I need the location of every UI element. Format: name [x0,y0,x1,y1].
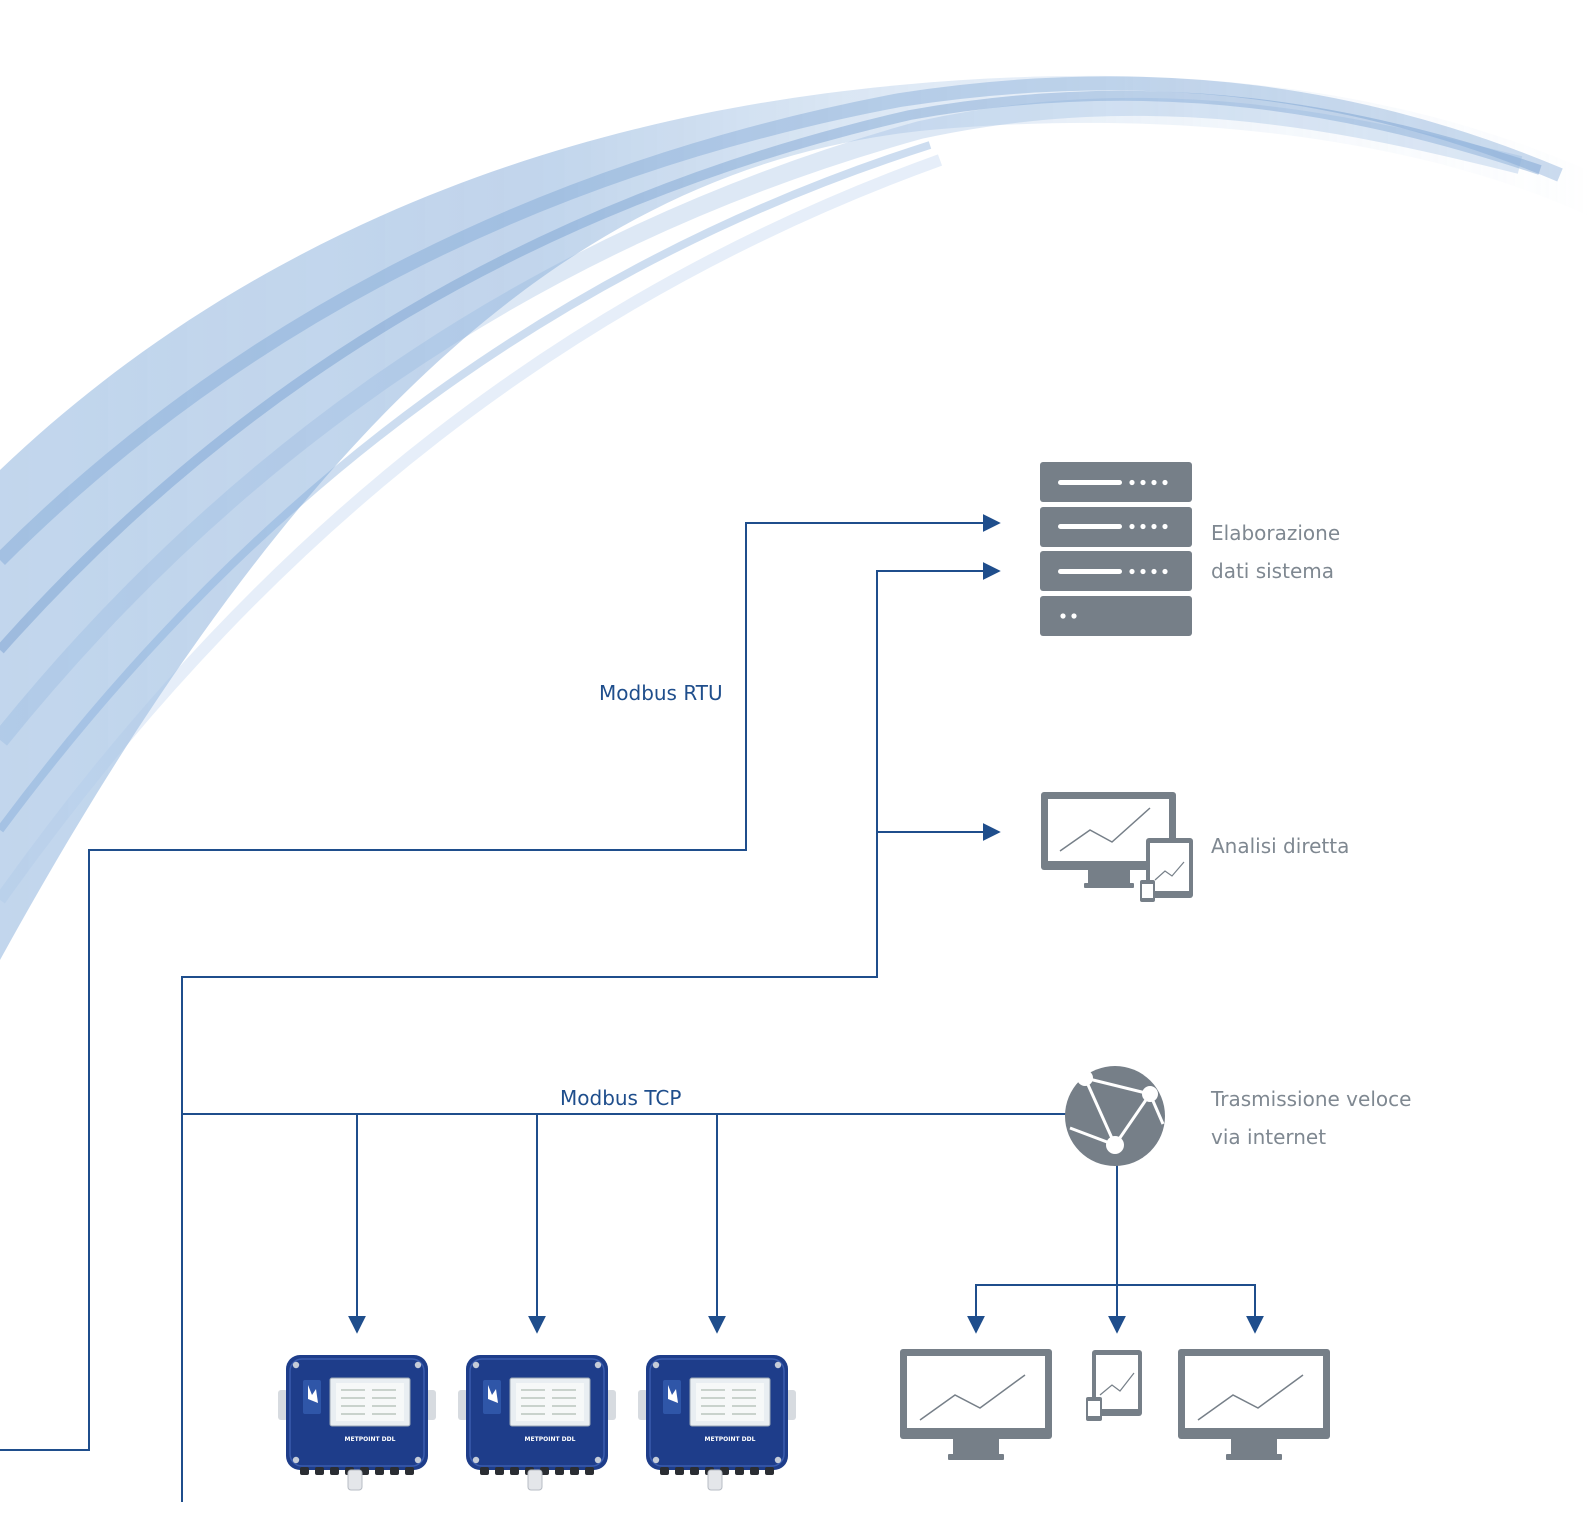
data-logger-icon: METPOINT DDL [458,1355,616,1491]
internet-branch-right [1117,1284,1264,1334]
chart-line-icon [919,1374,1026,1421]
internet-label-line2: via internet [1211,1125,1326,1149]
modbus-rtu-line [0,514,1001,1451]
modbus-tcp-label: Modbus TCP [560,1086,681,1110]
internet-label-line1: Trasmissione veloce [1210,1087,1411,1111]
remote-monitor-left [900,1349,1052,1460]
server-rack-icon [1040,462,1192,636]
server-label-line2: dati sistema [1211,559,1334,583]
chart-line-icon [1197,1374,1304,1421]
device-model-label: METPOINT DDL [705,1436,756,1443]
device-model-label: METPOINT DDL [345,1436,396,1443]
monitor-label: Analisi diretta [1211,834,1349,858]
modbus-tcp-server-line [181,562,1001,1502]
globe-network-icon [1065,1066,1165,1166]
decorative-swoosh [0,75,1587,961]
device-model-label: METPOINT DDL [525,1436,576,1443]
connection-lines [0,514,1264,1502]
server-label-line1: Elaborazione [1211,521,1340,545]
data-logger-devices: METPOINT DDL METPOINT DDL METPOINT DDL [278,1355,796,1491]
data-logger-icon: METPOINT DDL [638,1355,796,1491]
monitor-tablet-icon [1041,792,1193,902]
remote-monitor-right [1178,1349,1330,1460]
data-logger-icon: METPOINT DDL [278,1355,436,1491]
internet-branch-left [967,1284,1117,1334]
modbus-rtu-label: Modbus RTU [599,681,723,705]
remote-tablet-icon [1086,1350,1142,1421]
